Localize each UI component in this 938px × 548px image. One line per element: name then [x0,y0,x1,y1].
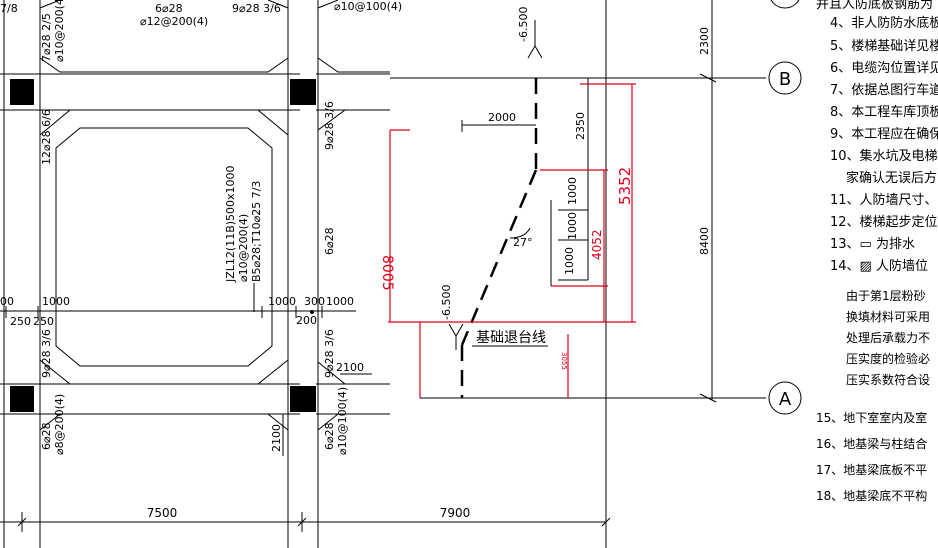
column-bot-mid [290,386,316,412]
beam-top-mid-3: 9⌀28 3/6 [232,2,281,15]
red-dimensions [388,83,636,398]
note-line: 12、楼梯起步定位 [830,215,938,230]
retreat-line-label: 基础退台线 [476,329,546,346]
dim-8400: 8400 [698,227,711,255]
axis-bubble-a: A [768,381,802,415]
beam-top-right: ⌀10@100(4) [334,0,402,13]
bay-7500: 7500 [147,506,178,520]
dim-2000: 2000 [488,111,516,124]
note-line: 17、地基梁底板不平 [816,462,927,477]
dim-1000c: 1000 [563,247,576,275]
beam-bot-left-2: ⌀8@200(4) [53,394,66,455]
note-line: 9、本工程应在确保 [830,126,938,142]
dim-3055: 3055 [560,352,568,370]
dim-1000a: 1000 [566,177,579,205]
beam-right-mid: 6⌀28 [323,227,336,255]
dim-250a: 250 [10,315,31,328]
bay-dimension-ticks [17,512,611,532]
beam-left-upper-2: ⌀10@200(4) [53,0,66,62]
axis-lines [0,0,766,548]
elev-bottom: -6.500 [440,285,453,320]
note-line: 6、电缆沟位置详见 [830,60,938,76]
dim-8005: 8005 [379,255,395,291]
note-line: 压实系数符合设 [846,372,930,387]
beam-top-mid-2: ⌀12@200(4) [140,15,208,28]
beam-right-lower: 9⌀28 3/6 [323,329,336,378]
beam-bot-left-1: 6⌀28 [40,422,53,450]
note-line: 处理后承载力不 [846,331,930,345]
dim-2350: 2350 [574,112,587,140]
dim-5352: 5352 [616,167,634,205]
mid-dimension-row [0,306,356,318]
beam-left-lower: 9⌀28 3/6 [40,329,53,378]
note-line: 16、地基梁与柱结合 [816,436,927,451]
note-line: 7、依据总图行车道 [830,82,938,98]
column-top-left [10,79,34,105]
elev-top: -6.500 [517,7,530,42]
column-bot-left [10,386,34,412]
dim-1000b: 1000 [566,212,579,240]
note-line: 5、楼梯基础详见楼 [830,39,938,54]
dim-200: 200 [296,314,317,327]
note-line: 15、地下室室内及室 [816,410,927,425]
note-line: 8、本工程车库顶板 [830,104,938,120]
beam-center-3: B5⌀28;T10⌀25 7/3 [250,181,263,282]
axis-bubble-c-partial [770,0,800,9]
beam-grid [0,0,390,548]
dim-left-00: 00 [0,295,14,308]
column-top-mid [290,79,316,105]
elevation-marker-top [527,20,543,59]
note-line: 换填材料可采用 [846,310,930,324]
elevation-marker-bottom [448,323,464,350]
general-notes: 并且人防底板钢筋为 4、非人防防水底板 5、楼梯基础详见楼 6、电缆沟位置详见 … [816,0,938,503]
dim-300: 300 [304,295,325,308]
dim-250b: 250 [33,315,54,328]
dim-2100-h: 2100 [336,361,364,374]
dim-left-1000: 1000 [42,295,70,308]
bay-7900: 7900 [440,506,471,520]
dim-4052: 4052 [590,229,604,260]
step-dimensions [550,78,589,286]
beam-center-2: ⌀10@200(4) [237,214,250,282]
note-line: 13、▭ 为排水 [830,237,915,252]
beam-bot-right-1: 6⌀28 [323,422,336,450]
dim-mid-1000a: 1000 [268,295,296,308]
axis-a-label: A [779,389,792,410]
beam-bot-right-2: ⌀10@100(4) [336,387,349,455]
axis-bubble-b: B [768,61,802,95]
beam-top-mid-1: 6⌀28 [155,2,183,15]
note-line: 并且人防底板钢筋为 [816,0,933,12]
dim-2100-v: 2100 [270,424,283,452]
dim-2000-line [461,120,536,132]
columns [10,79,316,412]
beam-top-left: 7/8 [0,2,18,15]
note-line: 压实度的检验必 [846,351,930,366]
note-line: 由于第1层粉砂 [846,289,926,303]
beam-left-upper-1: 7⌀28 2/5 [40,13,53,62]
retreat-dashed-line [460,78,538,398]
dim-2300: 2300 [698,27,711,55]
note-line: 14、▨ 人防墙位 [830,258,928,274]
beam-center-1: JZL12(11B)500x1000 [224,165,237,283]
angle-27: 27° [513,236,533,249]
note-line: 11、人防墙尺寸、 [830,192,938,208]
note-line: 家确认无误后方 [846,170,937,186]
axis-b-label: B [779,69,791,90]
dim-mid-1000b: 1000 [326,295,354,308]
beam-left-mid: 12⌀28 6/6 [40,109,53,165]
note-line: 18、地基梁底不平构 [816,488,927,503]
note-line: 10、集水坑及电梯 [830,148,938,164]
note-line: 4、非人防防水底板 [830,15,938,31]
beam-right-upper: 9⌀28 3/6 [323,101,336,150]
